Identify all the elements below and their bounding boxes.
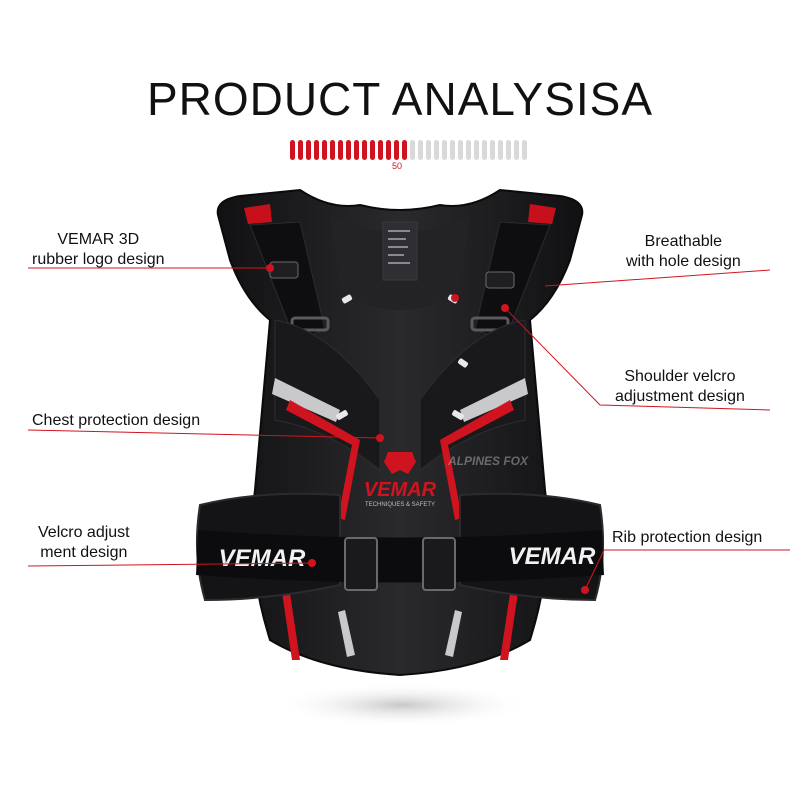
- progress-tick: [378, 140, 383, 160]
- progress-tick: [458, 140, 463, 160]
- callout-line: Chest protection design: [32, 412, 201, 429]
- progress-tick: [506, 140, 511, 160]
- progress-tick: [482, 140, 487, 160]
- progress-tick: [522, 140, 527, 160]
- brand-tagline: TECHNIQUES & SAFETY: [365, 502, 435, 508]
- reflective-stripe-left: [272, 378, 340, 422]
- right-strap-buckle: [470, 316, 510, 332]
- left-strap-buckle: [290, 316, 330, 332]
- velcro-belt: [196, 530, 604, 583]
- progress-tick: [346, 140, 351, 160]
- progress-tick: [410, 140, 415, 160]
- callout-line: Breathable: [644, 233, 723, 250]
- progress-tick: [490, 140, 495, 160]
- progress-tick: [426, 140, 431, 160]
- progress-tick: [434, 140, 439, 160]
- progress-tick: [338, 140, 343, 160]
- reflective-lower-right: [445, 610, 462, 657]
- reflective-stripe-right: [460, 378, 528, 422]
- reflective-lower-left: [338, 610, 355, 657]
- progress-tick: [466, 140, 471, 160]
- progress-indicator: [290, 140, 527, 162]
- watermark: ALPINES FOX: [447, 454, 529, 468]
- callout-line: Shoulder velcro: [624, 368, 736, 385]
- belt-logo-right: VEMAR: [509, 543, 596, 570]
- right-3d-logo-patch: [485, 271, 515, 289]
- chest-plate-right: [419, 319, 526, 472]
- progress-tick: [354, 140, 359, 160]
- callout-line: Velcro adjust: [38, 524, 130, 541]
- progress-value: 50: [392, 161, 403, 171]
- page-title: PRODUCT ANALYSISA: [146, 73, 654, 125]
- callout-line: VEMAR 3D: [57, 231, 140, 248]
- callout-line: rubber logo design: [32, 251, 165, 268]
- callout-breathable: Breathable with hole design: [626, 232, 741, 272]
- progress-tick: [306, 140, 311, 160]
- callout-chest-protection: Chest protection design: [32, 411, 200, 431]
- callout-dots: [266, 264, 589, 594]
- progress-tick: [514, 140, 519, 160]
- callout-line: Rib protection design: [612, 529, 763, 546]
- callout-velcro-adjust: Velcro adjust ment design: [38, 523, 130, 563]
- left-shoulder-tab: [244, 204, 272, 224]
- vemar-logo-icon: [384, 452, 416, 474]
- floor-shadow: [272, 683, 532, 727]
- red-accent-left: [286, 400, 360, 520]
- brand-logo-text: VEMAR: [364, 479, 437, 501]
- progress-tick: [330, 140, 335, 160]
- belt-buckle-left: [344, 537, 378, 591]
- callout-shoulder-velcro: Shoulder velcro adjustment design: [615, 367, 745, 407]
- progress-tick: [290, 140, 295, 160]
- red-accent-right: [440, 400, 514, 520]
- progress-tick: [362, 140, 367, 160]
- progress-tick: [450, 140, 455, 160]
- progress-tick: [370, 140, 375, 160]
- belt-logo-left: VEMAR: [219, 545, 306, 572]
- right-shoulder-tab: [528, 204, 556, 224]
- progress-tick: [498, 140, 503, 160]
- progress-tick: [322, 140, 327, 160]
- progress-tick: [314, 140, 319, 160]
- callout-rib-protection: Rib protection design: [612, 528, 762, 548]
- progress-tick: [474, 140, 479, 160]
- belt-buckle-right: [422, 537, 456, 591]
- progress-tick: [442, 140, 447, 160]
- progress-tick: [386, 140, 391, 160]
- left-3d-logo-patch: [269, 261, 299, 279]
- progress-tick: [394, 140, 399, 160]
- callout-line: adjustment design: [615, 388, 745, 405]
- callout-3d-logo: VEMAR 3D rubber logo design: [32, 230, 165, 270]
- progress-tick: [418, 140, 423, 160]
- callout-line: ment design: [40, 544, 128, 561]
- progress-tick: [298, 140, 303, 160]
- callout-line: with hole design: [626, 253, 741, 270]
- callout-lines: [27, 267, 790, 591]
- progress-tick: [402, 140, 407, 160]
